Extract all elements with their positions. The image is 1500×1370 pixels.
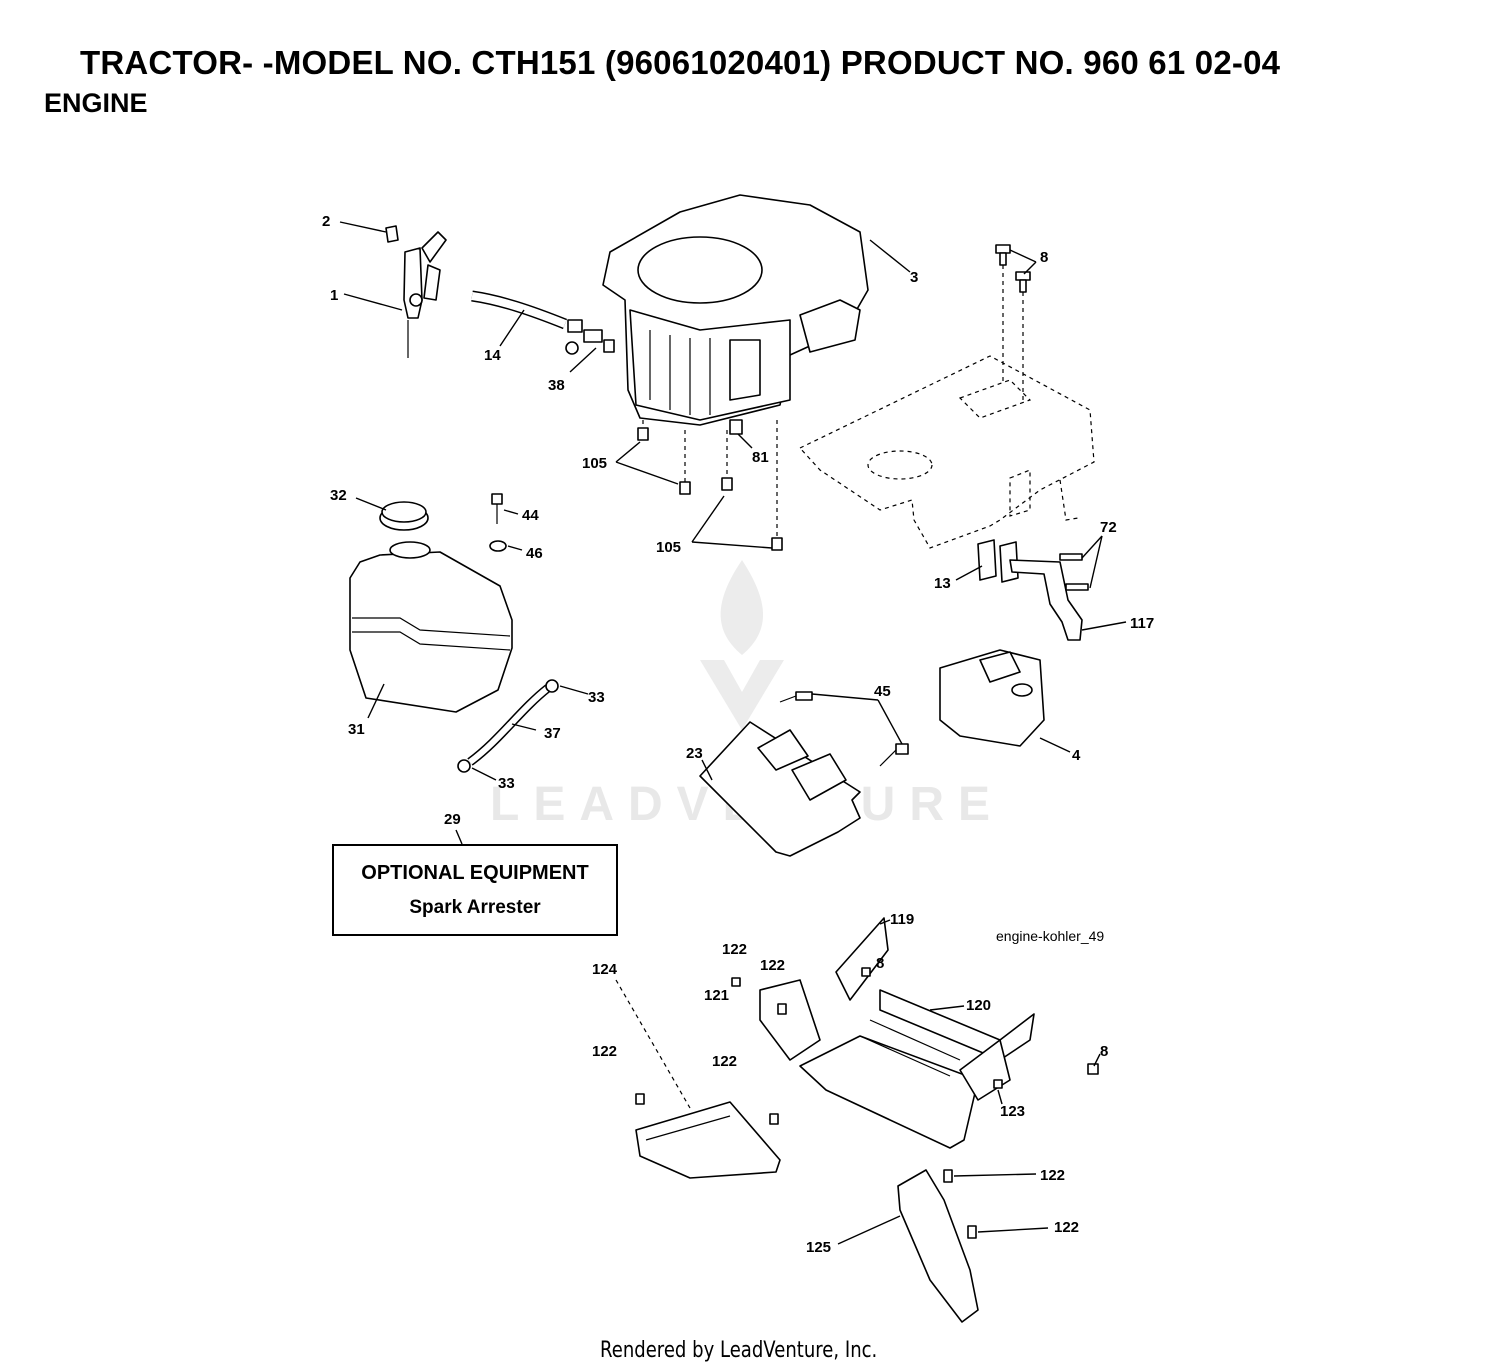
tractor-frame (799, 355, 1095, 549)
optional-equipment-item: Spark Arrester (409, 897, 541, 918)
callout-81: 81 (752, 449, 769, 466)
callout-37: 37 (544, 725, 561, 742)
frame-bolts[interactable] (995, 244, 1031, 400)
engine-mount-bracket[interactable] (759, 917, 1035, 1149)
tank-washer[interactable] (489, 540, 507, 552)
callout-105-lower: 105 (656, 539, 681, 556)
fuel-hose[interactable] (471, 290, 568, 330)
side-bracket-124[interactable] (635, 1093, 781, 1179)
callout-3: 3 (910, 269, 918, 286)
callout-122-a: 122 (722, 941, 747, 958)
throttle-control[interactable] (385, 225, 447, 358)
heat-shield-bolts[interactable] (779, 691, 909, 767)
engine-assembly[interactable] (602, 194, 869, 426)
tank-screw[interactable] (491, 493, 503, 524)
callout-33-upper: 33 (588, 689, 605, 706)
callout-120: 120 (966, 997, 991, 1014)
callout-44: 44 (522, 507, 539, 524)
page-title: TRACTOR- -MODEL NO. CTH151 (96061020401)… (80, 44, 1281, 81)
callout-119: 119 (890, 911, 914, 928)
callout-122-e: 122 (1040, 1167, 1065, 1184)
engine-bolts[interactable] (637, 419, 783, 551)
callout-8-side: 8 (1100, 1043, 1108, 1060)
optional-equipment-heading: OPTIONAL EQUIPMENT (361, 862, 589, 884)
callout-8-frame: 8 (1040, 249, 1048, 266)
fuel-fitting[interactable] (565, 319, 615, 355)
callout-117: 117 (1130, 615, 1154, 632)
fuel-tank[interactable] (349, 541, 513, 713)
diagram-id: engine-kohler_49 (996, 928, 1105, 944)
callout-32: 32 (330, 487, 347, 504)
callout-31: 31 (348, 721, 365, 738)
callout-72: 72 (1100, 519, 1117, 536)
callout-13: 13 (934, 575, 951, 592)
muffler[interactable] (939, 649, 1045, 747)
exhaust-pipe[interactable] (1009, 559, 1083, 641)
callout-38: 38 (548, 377, 565, 394)
footer-credit: Rendered by LeadVenture, Inc. (600, 1338, 878, 1363)
callout-121: 121 (704, 987, 729, 1004)
fuel-cap[interactable] (379, 501, 429, 531)
callout-105-upper: 105 (582, 455, 607, 472)
callout-2: 2 (322, 213, 330, 230)
heat-shield[interactable] (699, 721, 861, 857)
callout-122-f: 122 (1054, 1219, 1079, 1236)
callout-124: 124 (592, 961, 618, 978)
callout-125: 125 (806, 1239, 831, 1256)
callout-23: 23 (686, 745, 703, 762)
side-bracket-125[interactable] (897, 1169, 979, 1323)
small-hardware[interactable] (731, 967, 1099, 1089)
callout-46: 46 (526, 545, 543, 562)
callout-29: 29 (444, 811, 461, 828)
optional-equipment-box: OPTIONAL EQUIPMENT Spark Arrester (332, 844, 618, 936)
callout-122-c: 122 (592, 1043, 617, 1060)
callout-1: 1 (330, 287, 338, 304)
callout-122-b: 122 (760, 957, 785, 974)
callout-14: 14 (484, 347, 501, 364)
callout-8-bracket: 8 (876, 955, 884, 972)
section-title: ENGINE (44, 88, 148, 118)
callout-122-d: 122 (712, 1053, 737, 1070)
callout-45: 45 (874, 683, 891, 700)
callout-123: 123 (1000, 1103, 1025, 1120)
callout-33-lower: 33 (498, 775, 515, 792)
fuel-line[interactable] (457, 679, 559, 773)
callout-4: 4 (1072, 747, 1081, 764)
